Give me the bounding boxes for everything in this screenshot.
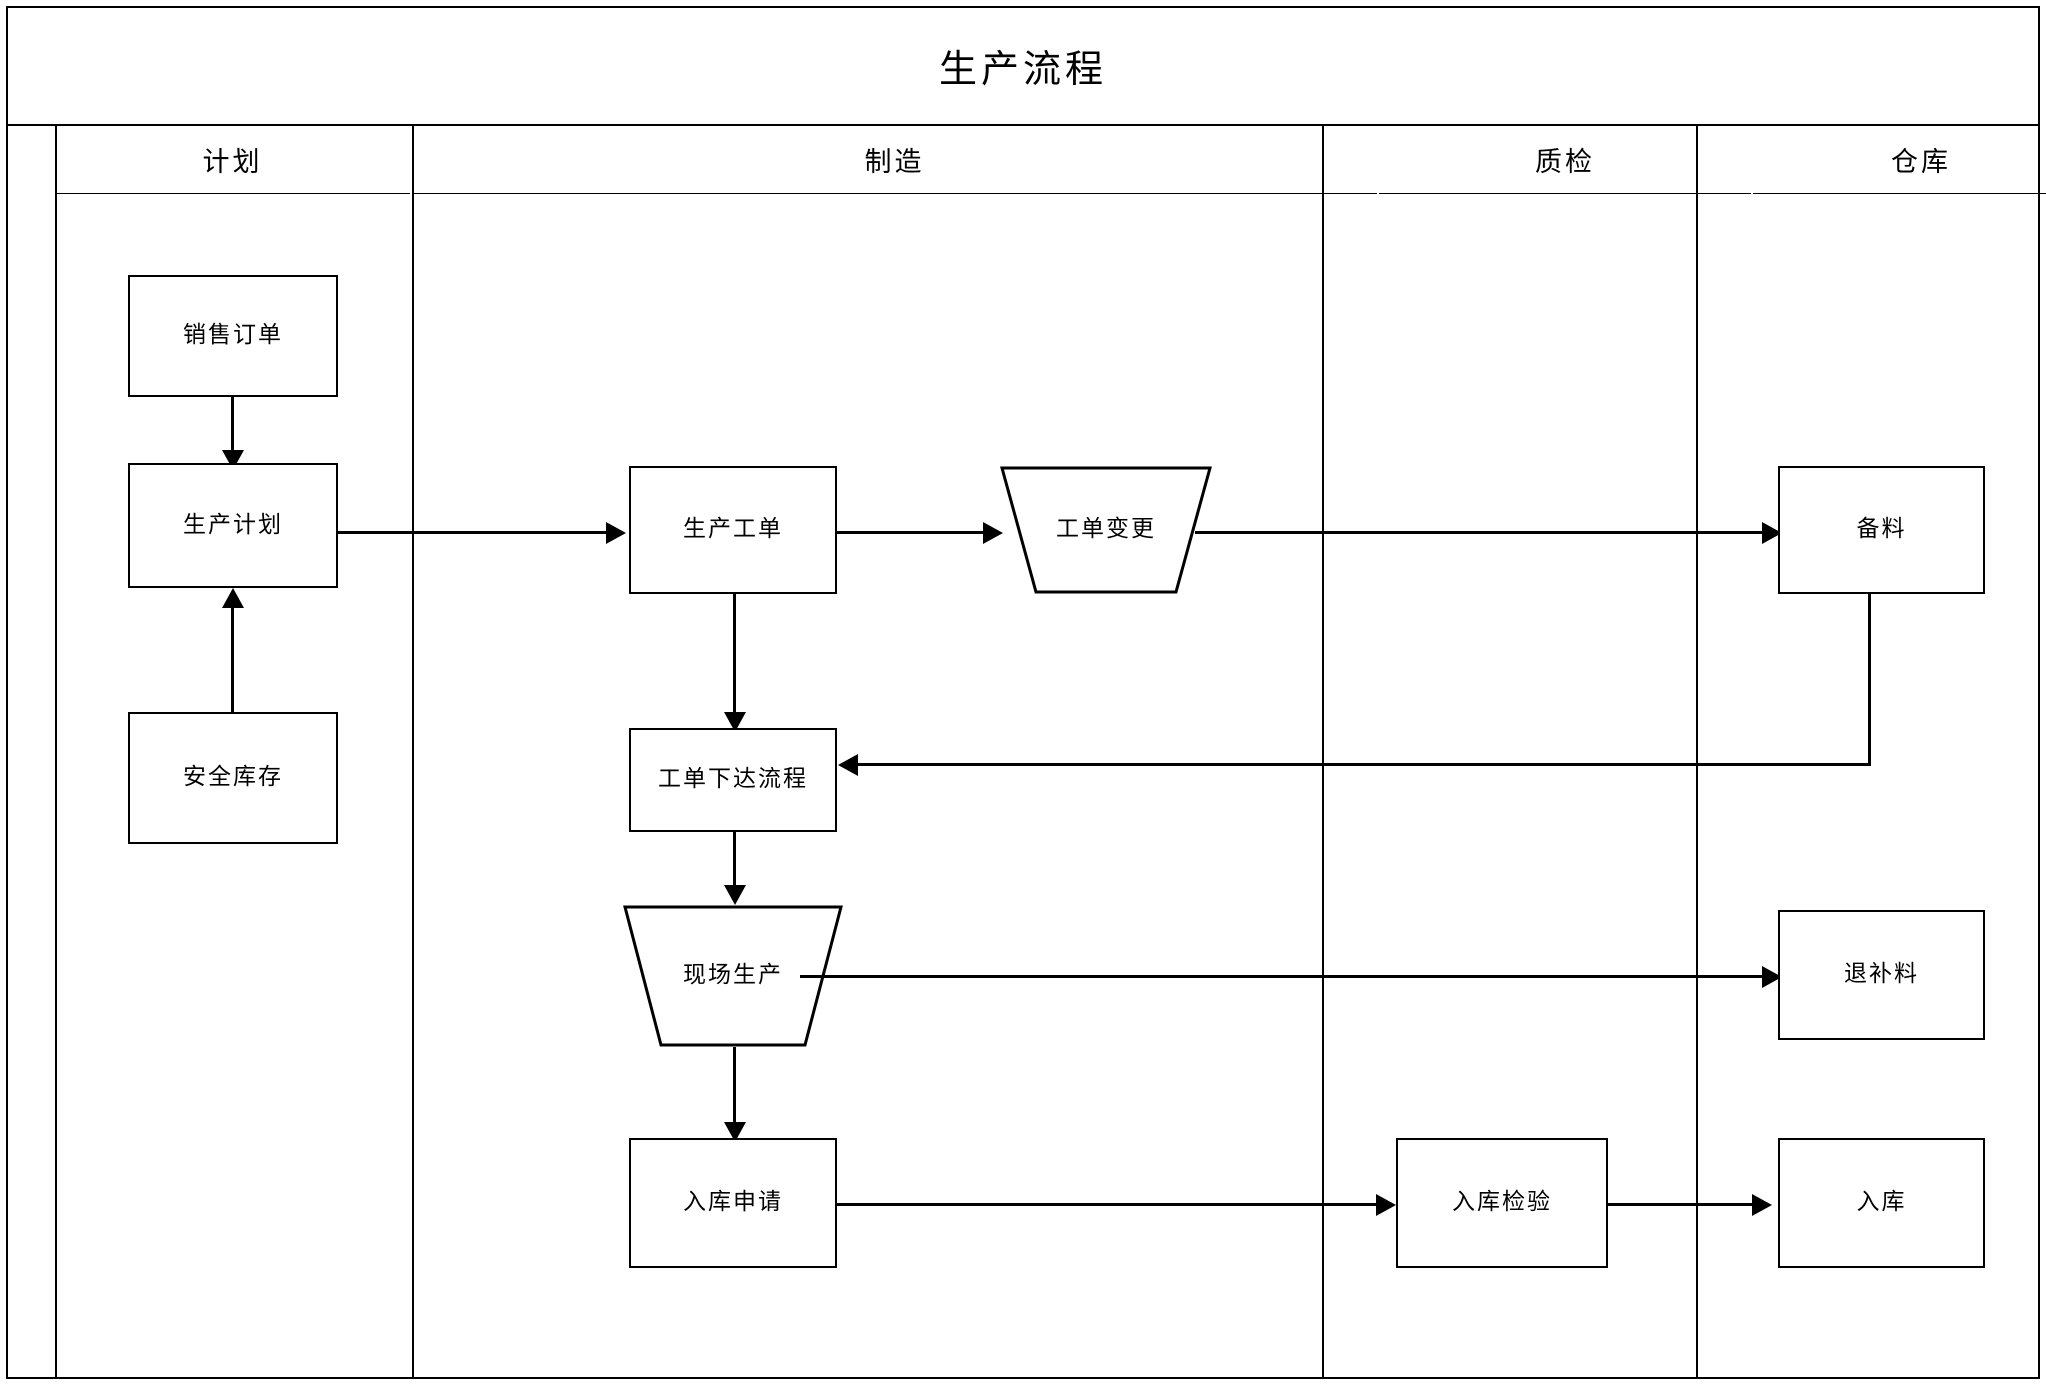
node-label-material-prep: 备料: [1856, 516, 1907, 543]
arrowhead-release-to-onsite: [724, 885, 746, 905]
lane-divider-mfg-qc: [1322, 126, 1324, 1377]
edge-work-order-to-change: [837, 531, 987, 534]
node-label-stock-in: 入库: [1856, 1189, 1907, 1216]
lane-label-plan: 计划: [202, 147, 263, 178]
node-stock-in[interactable]: 入库: [1778, 1138, 1985, 1268]
arrowhead-onsite-to-material-return: [1762, 966, 1782, 988]
edge-work-order-to-release: [733, 594, 736, 722]
node-stock-in-request[interactable]: 入库申请: [629, 1138, 837, 1268]
edge-request-to-inspect: [837, 1203, 1380, 1206]
edge-production-plan-to-work-order: [338, 531, 610, 534]
node-label-material-return: 退补料: [1844, 961, 1919, 988]
node-label-stock-in-inspect: 入库检验: [1452, 1189, 1552, 1216]
edge-change-to-material-prep: [1195, 531, 1772, 534]
diagram-outer-frame: [6, 6, 2040, 1379]
node-stock-in-inspect[interactable]: 入库检验: [1396, 1138, 1608, 1268]
lane-divider-qc-warehouse: [1696, 126, 1698, 1377]
node-production-plan[interactable]: 生产计划: [128, 463, 338, 588]
node-work-order-release[interactable]: 工单下达流程: [629, 728, 837, 832]
edge-material-prep-down: [1868, 594, 1871, 766]
trapezoid-shape-onsite-production: [623, 905, 843, 1047]
node-label-stock-in-request: 入库申请: [683, 1189, 783, 1216]
arrowhead-production-plan-to-work-order: [606, 522, 626, 544]
node-work-order[interactable]: 生产工单: [629, 466, 837, 594]
node-sales-order[interactable]: 销售订单: [128, 275, 338, 397]
arrowhead-request-to-inspect: [1376, 1194, 1396, 1216]
node-material-prep[interactable]: 备料: [1778, 466, 1985, 594]
arrowhead-safety-stock-to-production-plan: [222, 588, 244, 608]
node-label-safety-stock: 安全库存: [183, 764, 283, 791]
lane-header-warehouse: 仓库: [1753, 126, 2046, 194]
edge-sales-order-to-production-plan: [231, 397, 234, 458]
trapezoid-shape-work-order-change: [1000, 466, 1212, 594]
arrowhead-inspect-to-stock-in: [1752, 1194, 1772, 1216]
edge-inspect-to-stock-in: [1608, 1203, 1756, 1206]
node-safety-stock[interactable]: 安全库存: [128, 712, 338, 844]
arrowhead-work-order-to-change: [983, 522, 1003, 544]
lane-label-manufacture: 制造: [864, 147, 925, 178]
arrowhead-onsite-to-stock-in-request: [724, 1122, 746, 1142]
node-work-order-change[interactable]: 工单变更: [1000, 466, 1212, 594]
edge-onsite-to-stock-in-request: [733, 1047, 736, 1132]
arrowhead-material-prep-to-release: [838, 754, 858, 776]
lane-label-warehouse: 仓库: [1891, 147, 1951, 178]
lane-label-qc: 质检: [1535, 147, 1595, 178]
edge-material-prep-to-release: [850, 763, 1871, 766]
page-title: 生产流程: [938, 46, 1107, 91]
diagram-title-band: 生产流程: [6, 6, 2040, 126]
node-label-sales-order: 销售订单: [183, 322, 283, 349]
node-onsite-production[interactable]: 现场生产: [623, 905, 843, 1047]
arrowhead-work-order-to-release: [724, 712, 746, 732]
lane-header-row: 计划 制造 质检 仓库: [55, 126, 2046, 194]
edge-safety-stock-to-production-plan: [231, 600, 234, 712]
arrowhead-change-to-material-prep: [1762, 522, 1782, 544]
node-label-work-order-release: 工单下达流程: [658, 766, 808, 793]
lane-header-plan: 计划: [55, 126, 410, 194]
edge-release-to-onsite: [733, 832, 736, 894]
node-material-return[interactable]: 退补料: [1778, 910, 1985, 1040]
node-label-onsite-production: 现场生产: [682, 962, 783, 989]
lane-header-manufacture: 制造: [412, 126, 1377, 194]
lane-divider-plan-mfg: [412, 126, 414, 1377]
edge-onsite-to-material-return: [800, 975, 1772, 978]
lane-header-qc: 质检: [1379, 126, 1751, 194]
node-label-production-plan: 生产计划: [183, 511, 283, 538]
node-label-work-order-change: 工单变更: [1056, 516, 1156, 543]
node-label-work-order: 生产工单: [683, 516, 783, 543]
lane-divider-left-margin: [55, 126, 57, 1377]
